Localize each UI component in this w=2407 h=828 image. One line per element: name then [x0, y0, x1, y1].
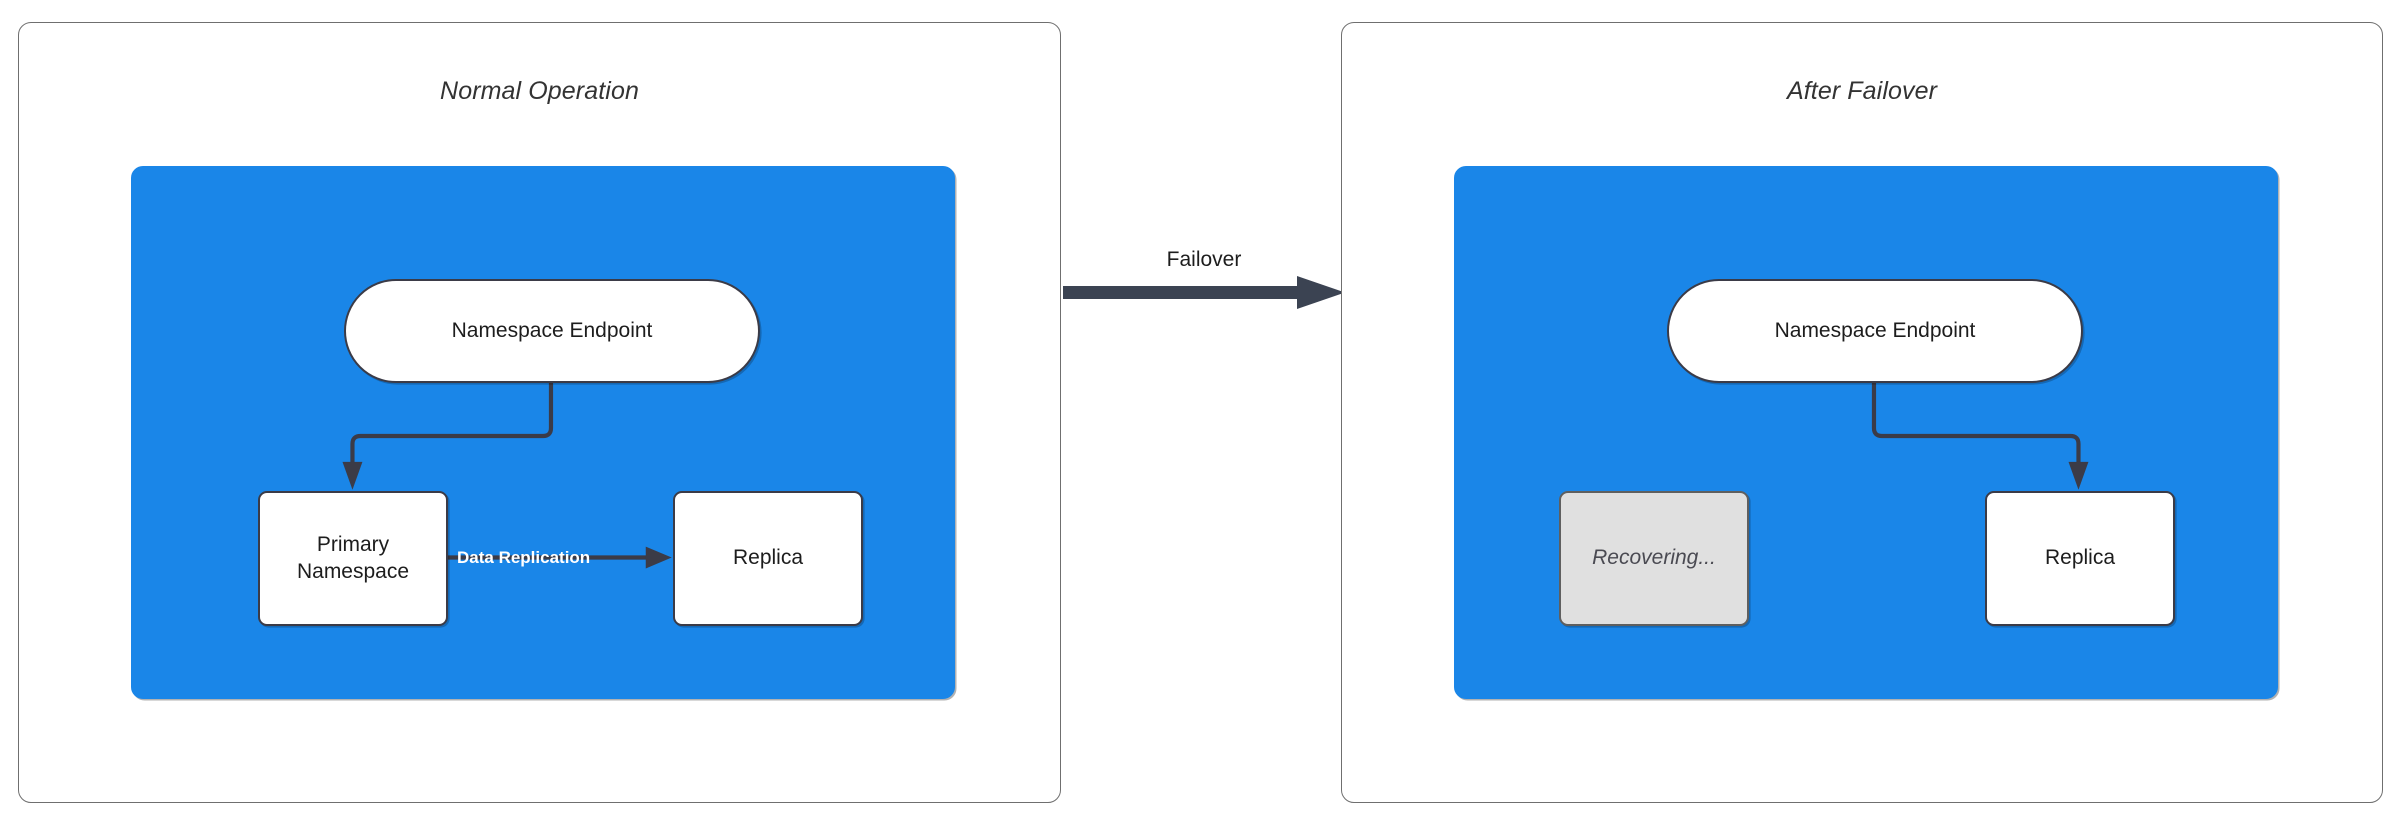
node-replica-normal[interactable]: Replica	[673, 491, 863, 626]
availability-zone-failover: Namespace Endpoint Recovering... Replica	[1454, 166, 2278, 699]
panel-normal-operation: Normal Operation Namespace Endpoint Prim…	[18, 22, 1061, 803]
failover-transition: Failover	[1063, 248, 1345, 328]
node-namespace-endpoint-failover[interactable]: Namespace Endpoint	[1667, 279, 2083, 383]
node-label: Recovering...	[1592, 546, 1716, 570]
failover-arrow-icon	[1063, 276, 1345, 309]
availability-zone-normal: Namespace Endpoint Primary Namespace Rep…	[131, 166, 955, 699]
arrowhead-primary-to-replica	[645, 546, 672, 569]
panel-after-failover-title: After Failover	[1786, 77, 1938, 105]
arrowhead-endpoint-to-primary	[342, 461, 363, 490]
failover-transition-label: Failover	[1166, 248, 1242, 271]
node-replica-failover[interactable]: Replica	[1985, 491, 2175, 626]
panel-after-failover: After Failover Namespace Endpoint Recove…	[1341, 22, 2383, 803]
edge-label-data-replication: Data Replication	[457, 548, 591, 567]
node-label: Primary Namespace	[297, 532, 409, 586]
node-namespace-endpoint-normal[interactable]: Namespace Endpoint	[344, 279, 760, 383]
node-label: Namespace Endpoint	[1774, 318, 1976, 342]
node-label: Replica	[2044, 546, 2116, 570]
node-label-line1: Primary	[316, 532, 390, 556]
arrowhead-endpoint-to-replica	[2068, 461, 2089, 490]
node-label-line2: Namespace	[296, 559, 410, 583]
node-label: Namespace Endpoint	[451, 318, 653, 342]
node-recovering[interactable]: Recovering...	[1559, 491, 1749, 626]
node-label: Replica	[732, 546, 804, 570]
node-primary-namespace[interactable]: Primary Namespace	[258, 491, 448, 626]
panel-normal-operation-title: Normal Operation	[440, 77, 639, 105]
